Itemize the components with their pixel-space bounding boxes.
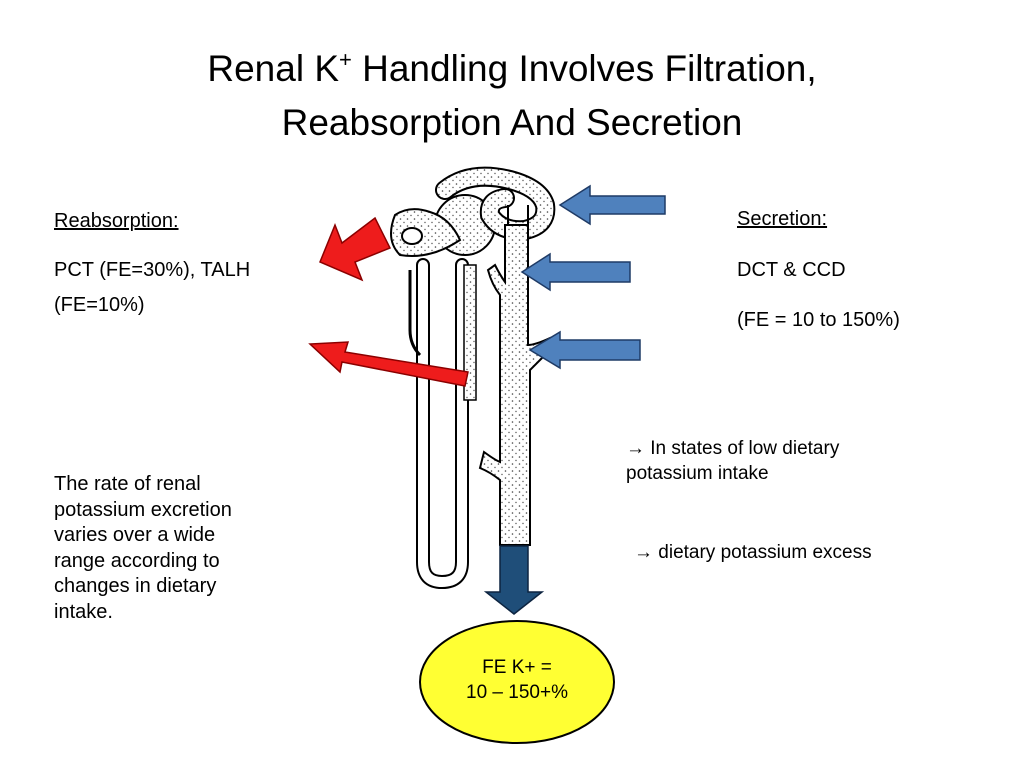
excretion-note-line: The rate of renal — [54, 473, 201, 495]
secretion-arrow-middle — [520, 252, 631, 292]
excretion-note-line: range according to — [54, 549, 220, 572]
arrow-right-icon: → — [634, 542, 653, 563]
excretion-note-line: intake. — [54, 600, 113, 623]
excretion-note-line: varies over a wide — [54, 524, 216, 546]
ascending-limb — [463, 264, 477, 401]
reabsorption-heading: Reabsorption: — [54, 210, 179, 232]
excess-intake-note: → dietary potassium excess — [634, 540, 872, 565]
glomerulus — [390, 194, 496, 257]
secretion-fe-range: (FE = 10 to 150%) — [737, 309, 900, 331]
reabsorption-body-line2: (FE=10%) — [54, 294, 145, 316]
title-line-1: Renal K+ Handling Involves Filtration, — [60, 42, 964, 96]
fe-result-oval — [419, 620, 615, 744]
excretion-note-line: potassium excretion — [54, 498, 232, 521]
excretion-note-line: changes in dietary — [54, 575, 217, 597]
title-text-a: Renal K — [207, 48, 339, 89]
title-text-b: Handling Involves Filtration, — [351, 48, 817, 89]
nephron-tubule-loop — [416, 258, 469, 590]
thin-limb — [408, 270, 422, 357]
low-intake-note: → In states of low dietary potassium int… — [626, 436, 839, 486]
fe-result-line1: FE K+ = — [482, 657, 552, 678]
secretion-segments: DCT & CCD — [737, 259, 846, 281]
excretion-arrow — [483, 545, 545, 615]
fe-result-line2: 10 – 150+% — [466, 682, 568, 703]
low-intake-line1: In states of low dietary — [645, 438, 840, 459]
excretion-note: The rate of renal potassium excretion va… — [54, 472, 232, 625]
collecting-duct — [478, 205, 557, 546]
reabsorption-arrow-lower — [308, 341, 469, 387]
excess-intake-text: dietary potassium excess — [653, 542, 872, 563]
title-line-2: Reabsorption And Secretion — [281, 102, 743, 143]
arrow-right-icon: → — [626, 438, 645, 459]
secretion-arrows — [520, 184, 666, 370]
reabsorption-arrow-upper — [319, 216, 392, 282]
secretion-arrow-top — [558, 184, 666, 226]
slide-title: Renal K+ Handling Involves Filtration, R… — [60, 42, 964, 150]
reabsorption-arrows — [308, 216, 469, 387]
secretion-arrow-bottom — [528, 330, 641, 370]
secretion-heading: Secretion: — [737, 208, 828, 230]
low-intake-line2: potassium intake — [626, 463, 769, 484]
title-superscript: + — [339, 47, 352, 72]
reabsorption-body-line1: PCT (FE=30%), TALH — [54, 259, 251, 281]
fe-result-label: FE K+ = 10 – 150+% — [420, 655, 614, 705]
distal-coil — [435, 166, 556, 241]
